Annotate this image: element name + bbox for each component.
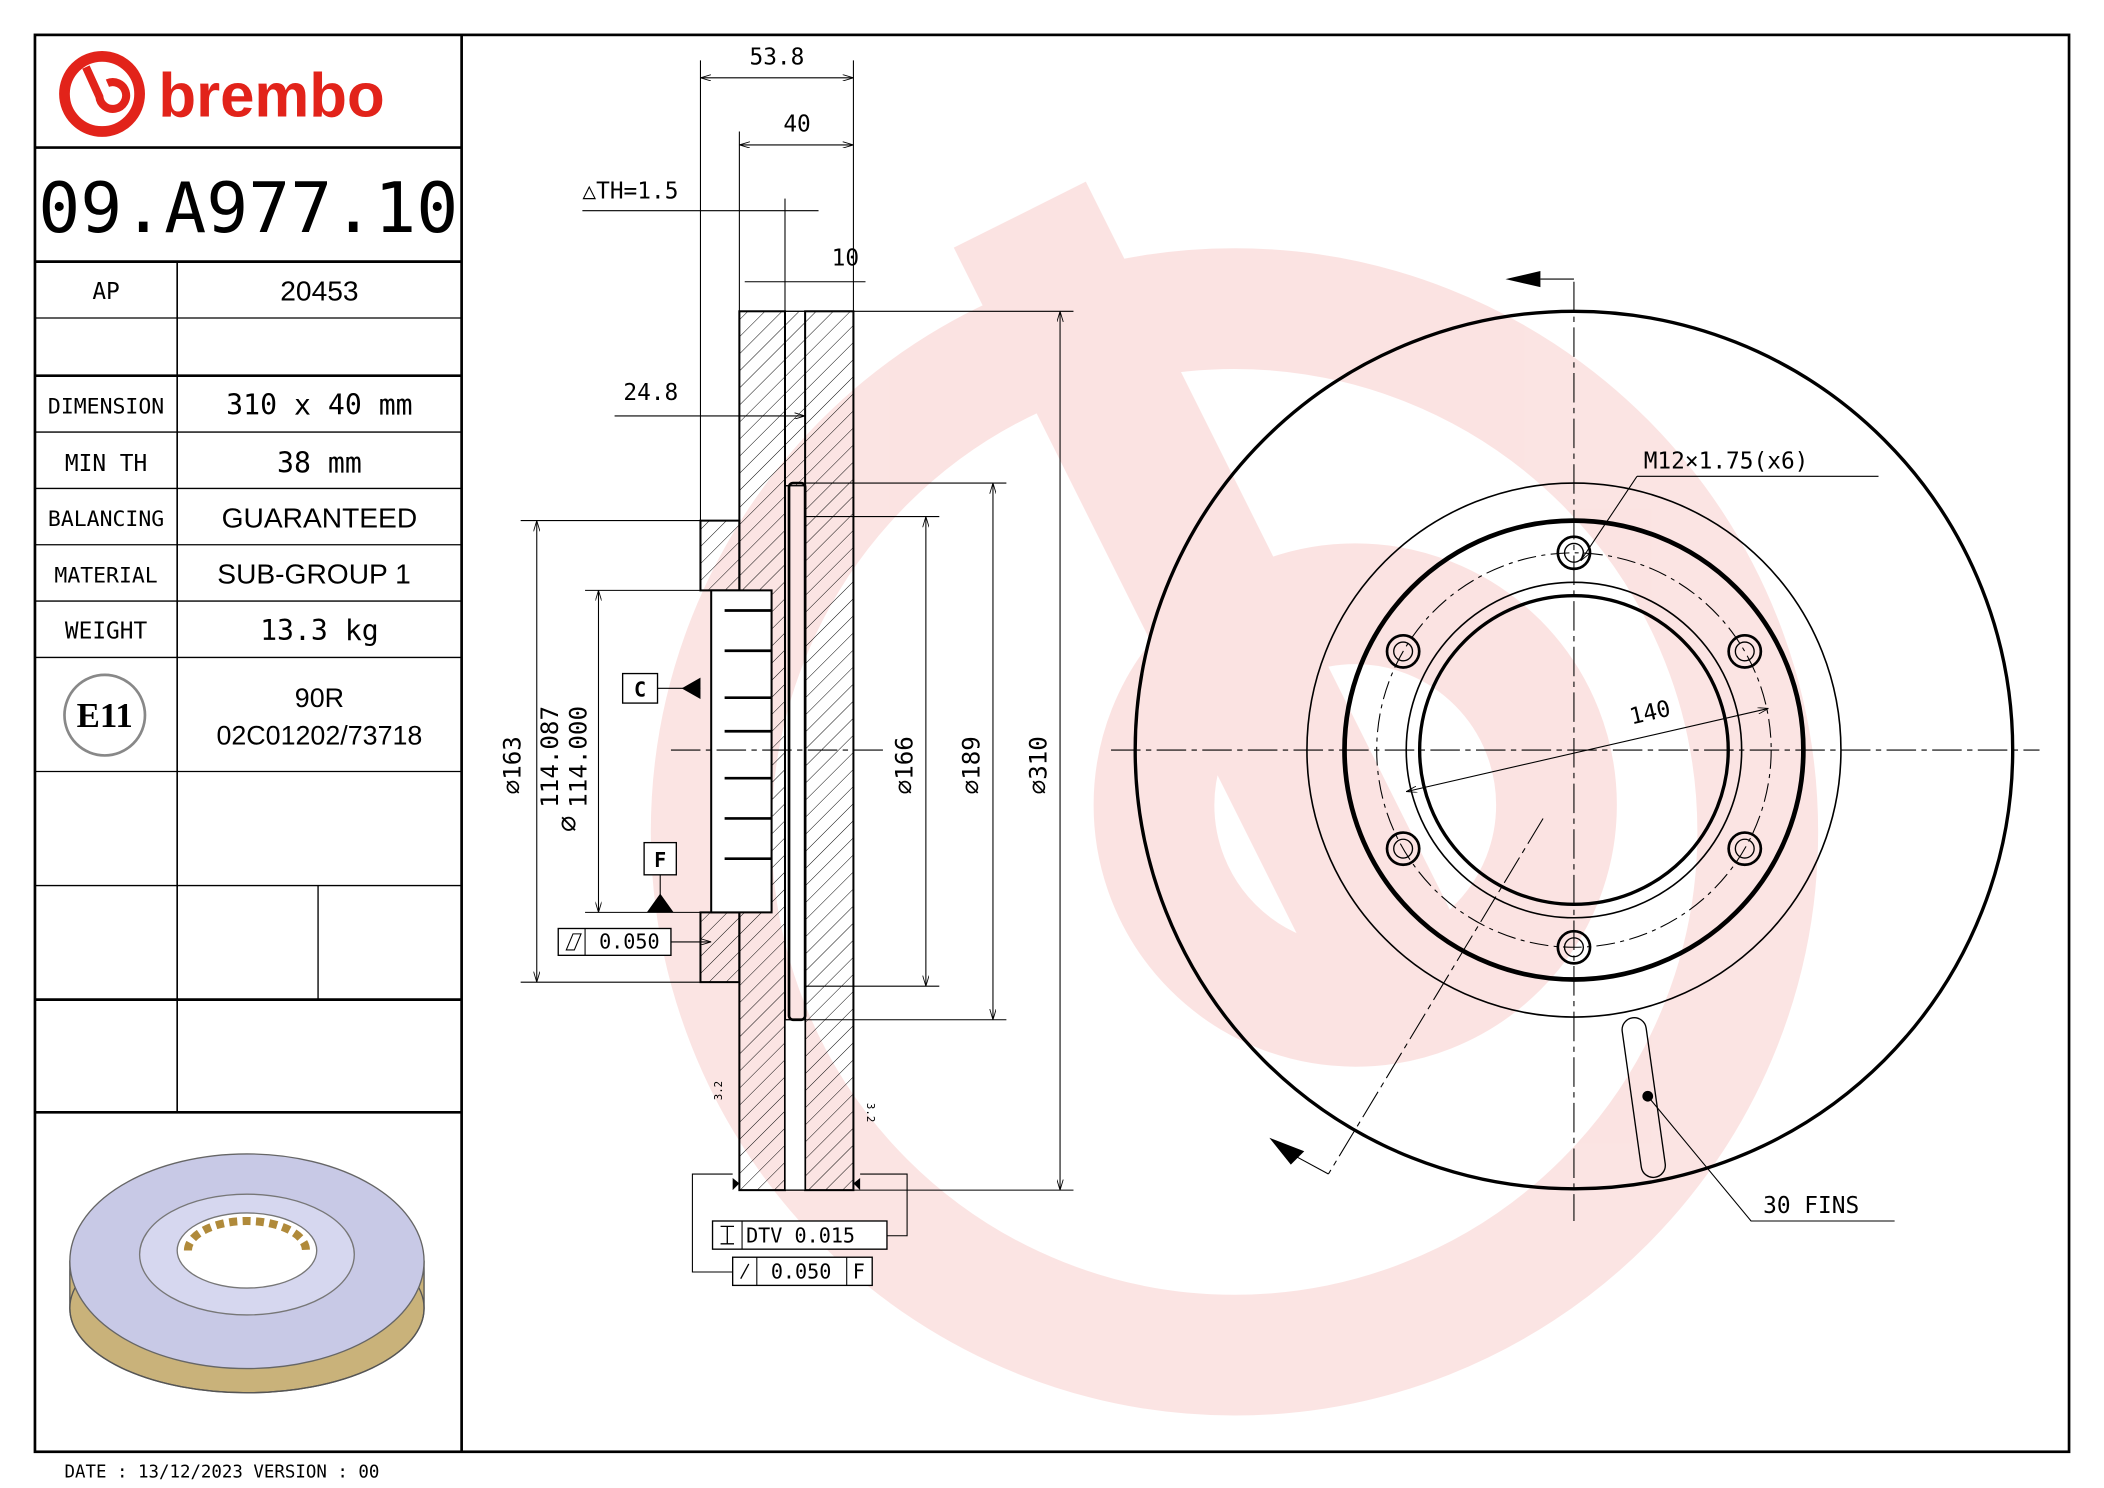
pcd-140: 140 (1627, 696, 1673, 731)
svg-text:E11: E11 (77, 696, 133, 735)
bolt-hole (1385, 831, 1421, 867)
svg-text:0.050: 0.050 (599, 930, 660, 954)
bolt-hole (1727, 831, 1763, 867)
bolt-hole (1393, 838, 1414, 859)
dim-dia-189: ⌀189 (958, 736, 986, 794)
spec-label-balancing: BALANCING (48, 507, 164, 532)
drawing-frame (33, 33, 2071, 1454)
thread-spec: M12×1.75(x6) (1644, 448, 1809, 474)
dim-bore-min: 114.000 (564, 706, 592, 808)
dtv-callout: DTV 0.015 (711, 1220, 888, 1250)
spec-label-dimension: DIMENSION (48, 394, 164, 419)
bolt-hole (1727, 633, 1763, 669)
date-version: DATE : 13/12/2023 VERSION : 00 (64, 1462, 379, 1482)
dim-dia-310: ⌀310 (1025, 736, 1053, 794)
fins-count: 30 FINS (1763, 1193, 1859, 1219)
brand-name: brembo (158, 62, 384, 131)
bolt-hole (1556, 929, 1592, 965)
spec-label-material: MATERIAL (54, 563, 157, 588)
e11-approval-mark: E11 (63, 673, 147, 757)
spec-value-material: SUB-GROUP 1 (217, 558, 411, 590)
roughness-left: 3.2 (712, 1081, 725, 1100)
dim-24-8: 24.8 (623, 380, 678, 406)
bolt-hole (1563, 937, 1585, 958)
spec-label-weight: WEIGHT (65, 619, 148, 645)
dim-40: 40 (783, 111, 810, 137)
dim-dia-166: ⌀166 (890, 736, 918, 794)
bolt-hole (1556, 535, 1592, 571)
bolt-hole (1734, 641, 1755, 662)
part-number: 09.A977.10 (38, 168, 458, 249)
approval-regulation: 90R (295, 683, 344, 713)
datum-f: F (654, 848, 666, 872)
svg-text:0.050: 0.050 (771, 1260, 832, 1284)
bolt-hole (1393, 641, 1414, 662)
bolt-hole (1734, 838, 1755, 859)
dim-bore-max: 114.087 (536, 706, 564, 808)
dim-delta-th: △TH=1.5 (582, 179, 678, 205)
svg-text:⌀: ⌀ (553, 816, 584, 832)
flatness-callout: 0.050 (557, 927, 712, 956)
bolt-holes (1385, 535, 1763, 965)
svg-text:DTV 0.015: DTV 0.015 (746, 1223, 855, 1247)
datum-c: C (634, 677, 646, 701)
dim-53-8: 53.8 (749, 44, 804, 70)
spec-value-dimension: 310 x 40 mm (226, 389, 412, 422)
spec-value-ap: 20453 (280, 275, 358, 307)
bolt-hole (1385, 633, 1421, 669)
spec-label-ap: AP (92, 279, 119, 305)
approval-number: 02C01202/73718 (216, 721, 422, 751)
disc-3d-render (69, 1153, 425, 1394)
title-block: brembo 09.A977.10 AP 20453 DIMENSION 310… (34, 50, 462, 1394)
dim-10: 10 (832, 246, 859, 272)
runout-callout: 0.050 F (731, 1256, 873, 1287)
svg-text:F: F (853, 1260, 865, 1284)
spec-label-min-th: MIN TH (65, 451, 147, 477)
front-view: 140 M12×1.75(x6) 30 FINS (1111, 271, 2040, 1222)
brembo-watermark (650, 181, 1819, 1416)
spec-value-min-th: 38 mm (277, 446, 362, 479)
section-view: 53.8 40 △TH=1.5 10 24.8 ⌀163 114.087 114… (499, 44, 1074, 1287)
brembo-logo: brembo (59, 50, 385, 137)
spec-value-weight: 13.3 kg (260, 614, 379, 647)
dim-dia-163: ⌀163 (499, 736, 527, 794)
spec-value-balancing: GUARANTEED (222, 501, 418, 533)
roughness-right: 3.2 (864, 1103, 877, 1122)
